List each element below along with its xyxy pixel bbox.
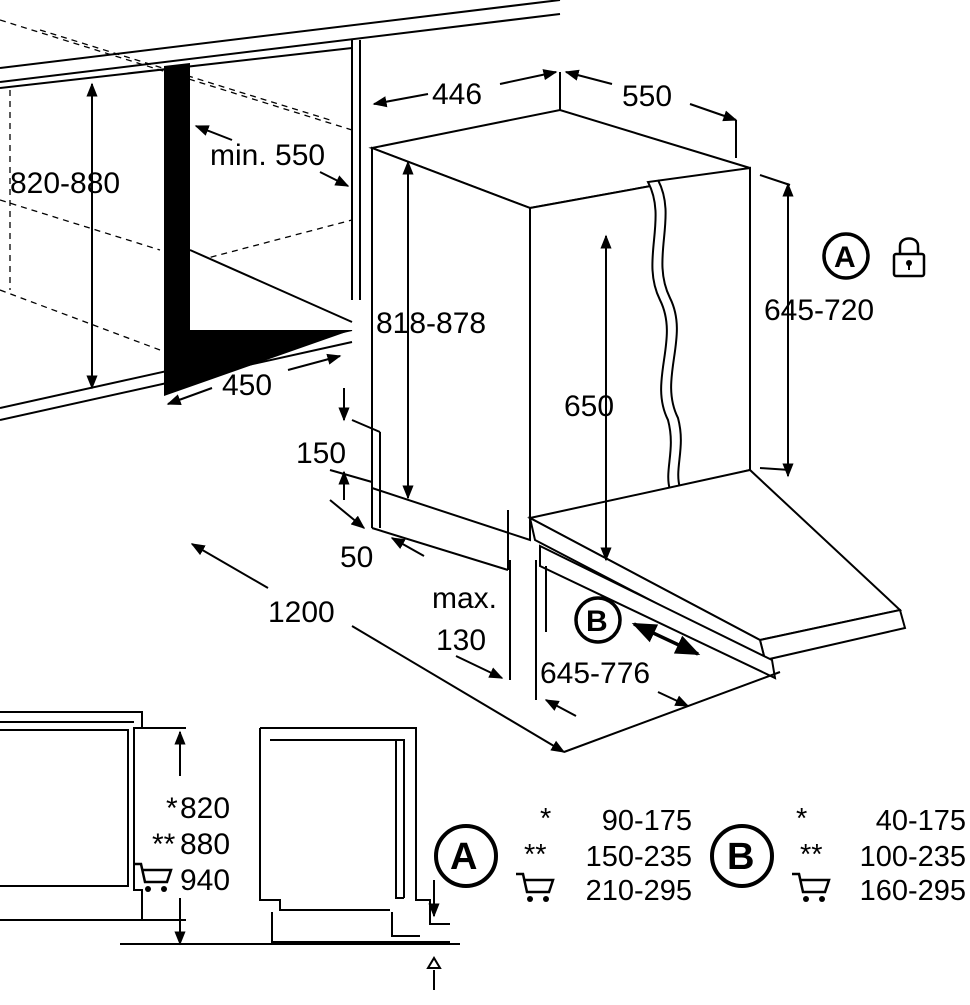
- marker-a-label: A: [834, 241, 856, 274]
- door-panel-height-label: 645-720: [764, 294, 874, 327]
- height-value-2: 880: [180, 828, 230, 861]
- top-width-label: 446: [432, 78, 482, 111]
- plinth-offset-label: 645-776: [540, 657, 650, 690]
- plinth-depth-label: 50: [340, 541, 373, 574]
- plinth-max-label: max.: [432, 582, 497, 615]
- height-star-1: *: [166, 792, 178, 825]
- table-a-value-2: 150-235: [586, 841, 692, 873]
- niche-height-label: 820-880: [10, 167, 120, 200]
- cart-icon: [134, 862, 173, 892]
- door-height-label: 650: [564, 390, 614, 423]
- door-open-clearance-label: 1200: [268, 596, 335, 629]
- worktop-cabinet: [0, 0, 561, 421]
- table-a-value-3: 210-295: [586, 875, 692, 907]
- niche-depth-label: min. 550: [210, 139, 325, 172]
- appliance-height-label: 818-878: [376, 307, 486, 340]
- table-a-circle: [434, 824, 498, 888]
- table-b-value-3: 160-295: [860, 875, 966, 907]
- plinth-max-value: 130: [436, 624, 486, 657]
- table-a-star-1: *: [540, 803, 551, 835]
- table-b-marker: B: [727, 836, 754, 878]
- table-b-star-1: *: [796, 803, 807, 835]
- plinth-height-label: 150: [296, 437, 346, 470]
- table-a-star-2: **: [524, 839, 547, 871]
- niche-width-label: 450: [222, 369, 272, 402]
- table-b-value-1: 40-175: [876, 805, 966, 837]
- height-star-2: **: [152, 828, 176, 861]
- marker-b-label: B: [586, 605, 608, 638]
- height-value-1: 820: [180, 792, 230, 825]
- cart-icon: [792, 872, 831, 902]
- marker-a-circle: [822, 232, 870, 280]
- marker-b-circle: [574, 596, 622, 644]
- height-list: * 820 ** 880 940: [152, 792, 230, 897]
- side-section-drawing: [0, 711, 460, 990]
- table-b-star-2: **: [800, 839, 823, 871]
- table-a: * 90-175 ** 150-235 210-295: [524, 803, 692, 907]
- lock-icon: [892, 237, 926, 278]
- top-depth-label: 550: [622, 80, 672, 113]
- cart-icon: [516, 872, 555, 902]
- table-b-circle: [710, 824, 774, 888]
- table-b-value-2: 100-235: [860, 841, 966, 873]
- table-a-value-1: 90-175: [602, 805, 692, 837]
- height-value-3: 940: [180, 864, 230, 897]
- appliance-body: [351, 108, 907, 680]
- table-a-marker: A: [450, 836, 477, 878]
- table-b: * 40-175 ** 100-235 160-295: [796, 803, 966, 907]
